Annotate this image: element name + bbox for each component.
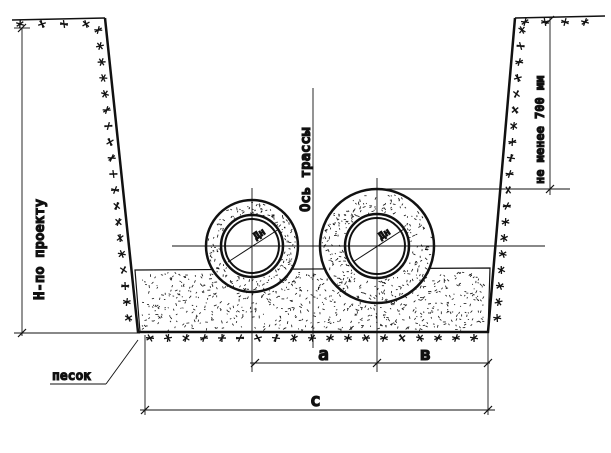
dimension-a-label: а [318,344,329,365]
route-axis-label: Ось трассы [298,127,314,212]
ground-surface [11,15,606,21]
min-cover-label: не менее 700 мм [533,76,547,184]
soil-hatching [15,17,590,343]
sand-label: песок [52,369,91,384]
dimension-b-label: в [420,344,431,365]
dimension-ticks [17,15,555,415]
depth-label: Н-по проекту [32,198,48,300]
dimension-lines [14,18,551,415]
sand-bed [134,267,491,333]
center-lines [172,88,570,372]
dimension-c-label: с [310,390,321,411]
